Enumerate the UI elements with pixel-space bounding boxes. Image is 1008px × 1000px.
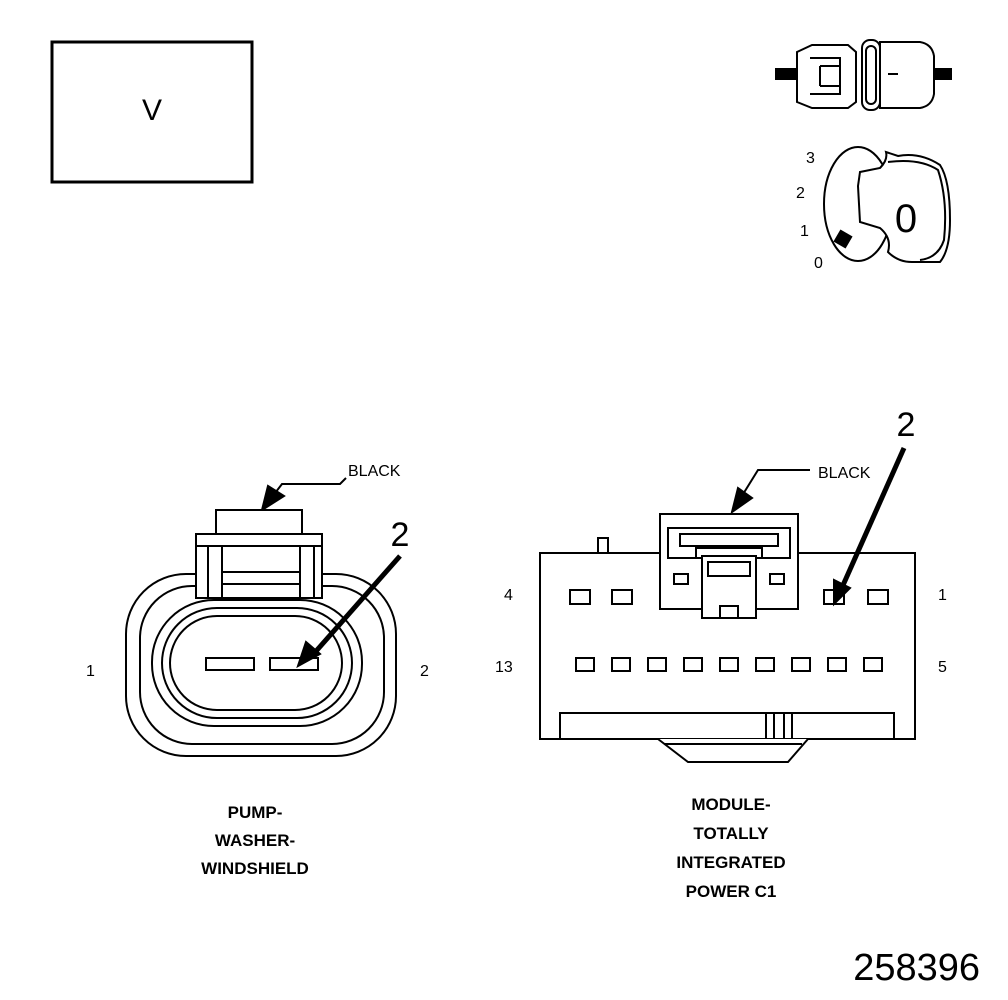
key-position-marker [833, 229, 853, 249]
ignition-switch-icon: 3 2 1 0 0 [796, 146, 952, 272]
ignition-pos-1: 1 [800, 223, 809, 240]
connector-disconnect-icon [775, 39, 952, 111]
module-pin-13-label: 13 [495, 659, 513, 676]
pump-callout-number: 2 [391, 516, 410, 554]
pump-name-line-2: WASHER- [215, 831, 295, 850]
module-color-label: BLACK [818, 465, 871, 482]
pump-washer-connector [125, 477, 402, 757]
ignition-pos-3: 3 [806, 150, 815, 167]
pump-name-line-1: PUMP- [228, 803, 283, 822]
pump-pin-1-label: 1 [86, 663, 95, 680]
voltage-symbol: V [142, 94, 162, 127]
key-position-label: 0 [895, 197, 917, 241]
tipm-c1-connector [539, 446, 916, 763]
module-name-line-4: POWER C1 [686, 882, 777, 901]
voltmeter-box: V [50, 40, 254, 184]
module-pin-1-label: 1 [938, 587, 947, 604]
module-name-line-1: MODULE- [691, 795, 770, 814]
pump-name-line-3: WINDSHIELD [201, 859, 309, 878]
module-callout-number: 2 [897, 406, 916, 444]
pin-row-bottom [575, 657, 883, 672]
module-pin-4-label: 4 [504, 587, 513, 604]
pump-pin-2-label: 2 [420, 663, 429, 680]
figure-number: 258396 [853, 947, 980, 989]
ignition-pos-0: 0 [814, 255, 823, 272]
module-pin-5-label: 5 [938, 659, 947, 676]
module-name-line-3: INTEGRATED [676, 853, 785, 872]
module-name-line-2: TOTALLY [693, 824, 769, 843]
ignition-pos-2: 2 [796, 185, 805, 202]
pump-color-label: BLACK [348, 463, 401, 480]
